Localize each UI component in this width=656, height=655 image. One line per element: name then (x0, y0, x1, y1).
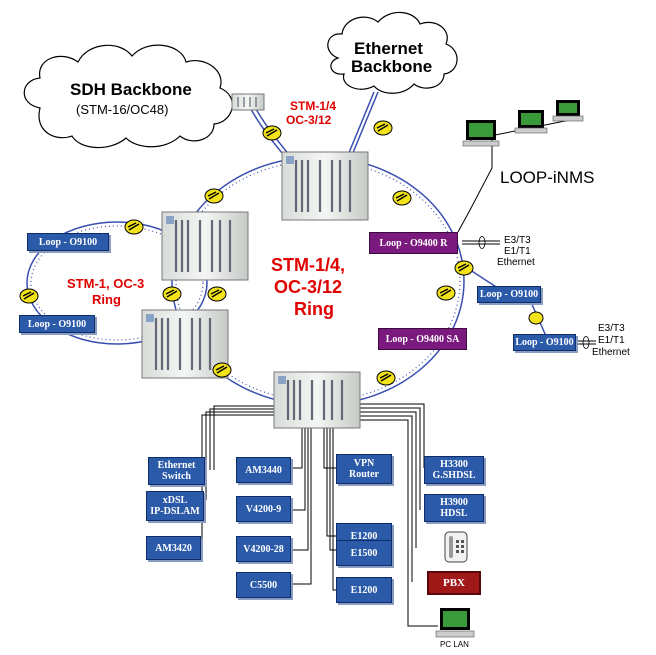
regenerator-icon (162, 286, 182, 302)
device-h3900-line2: HDSL (440, 508, 468, 519)
device-h3900: H3900 HDSL (424, 494, 484, 522)
interface-bundle-a (478, 236, 486, 249)
sdh-backbone-title: SDH Backbone (70, 80, 192, 99)
device-xdsl: xDSL IP-DSLAM (146, 491, 204, 521)
interface-b-ethernet: Ethernet (592, 347, 630, 358)
ethernet-uplink-a (345, 91, 375, 161)
device-ethernet-switch-line2: Switch (162, 471, 191, 482)
device-e1500: E1500 (336, 540, 392, 566)
nms-pc-2 (514, 110, 548, 134)
node-o9400r: Loop - O9400 R (369, 232, 458, 254)
ethernet-backbone-cloud (327, 11, 458, 94)
device-am3420: AM3420 (146, 536, 201, 560)
shelf-backbone (231, 93, 265, 111)
small-ring-inner (30, 225, 204, 341)
device-h3300-line1: H3300 (440, 459, 468, 470)
interface-b-e3t3: E3/T3 (598, 323, 625, 334)
regenerator-icon (204, 188, 224, 204)
node-o9100-right: Loop - O9100 (477, 286, 541, 303)
small-ring-outer (26, 221, 208, 345)
main-ring-inner (175, 160, 461, 402)
device-am3440: AM3440 (236, 457, 291, 483)
nms-link (457, 140, 493, 233)
device-xdsl-line1: xDSL (162, 495, 188, 506)
regenerator-icon (124, 219, 144, 235)
regenerator-icon (528, 311, 544, 325)
main-ring-label-line3: Ring (294, 299, 334, 319)
shelf-left-upper (161, 211, 249, 281)
device-ethernet-switch-line1: Ethernet (157, 460, 196, 471)
ethernet-backbone-line1: Ethernet (354, 39, 423, 58)
shelf-bottom (273, 371, 361, 429)
sdh-backbone-subtitle: (STM-16/OC48) (76, 102, 169, 117)
device-h3900-line1: H3900 (440, 497, 468, 508)
regenerator-icon (207, 286, 227, 302)
node-o9400sa: Loop - O9400 SA (378, 328, 467, 350)
pc-lan-label: PC LAN (440, 640, 469, 649)
node-o9100-top: Loop - O9100 (27, 233, 109, 251)
nms-pc-1 (462, 120, 500, 147)
device-h3300: H3300 G.SHDSL (424, 456, 484, 484)
shelf-top (281, 151, 369, 221)
regenerator-icon (212, 362, 232, 378)
device-e1200-b: E1200 (336, 577, 392, 603)
device-c5500: C5500 (236, 572, 291, 598)
ethernet-backbone-line2: Backbone (351, 57, 433, 76)
uplink-rate-line2: OC-3/12 (286, 113, 332, 127)
sdh-backbone-cloud (23, 44, 233, 149)
uplink-rate-line1: STM-1/4 (290, 99, 337, 113)
regenerator-icon (392, 190, 412, 206)
main-ring-label-line2: OC-3/12 (274, 277, 343, 297)
interface-a-ethernet: Ethernet (497, 257, 535, 268)
nms-pc-3 (552, 100, 584, 122)
node-o9100-far-right: Loop - O9100 (513, 334, 576, 351)
small-ring-label-line2: Ring (92, 292, 121, 307)
ethernet-uplink-b (349, 91, 379, 161)
interface-b-e1t1: E1/T1 (598, 335, 625, 346)
device-h3300-line2: G.SHDSL (432, 470, 476, 481)
device-pbx: PBX (427, 571, 481, 595)
device-xdsl-line2: IP-DSLAM (150, 506, 200, 517)
regenerator-icon (262, 125, 282, 141)
device-vpn-router: VPN Router (336, 454, 392, 484)
small-ring-label-line1: STM-1, OC-3 (67, 276, 145, 291)
interface-bundle-b (582, 336, 590, 349)
regenerator-icon (436, 285, 456, 301)
device-vpn-router-line2: Router (349, 469, 379, 480)
regenerator-icon (376, 370, 396, 386)
device-v4200-28: V4200-28 (236, 536, 291, 562)
device-v4200-9: V4200-9 (236, 496, 291, 522)
device-vpn-router-line1: VPN (353, 458, 375, 469)
telephone-icon (444, 531, 468, 563)
regenerator-icon (373, 120, 393, 136)
regenerator-icon (454, 260, 474, 276)
nms-label: LOOP-iNMS (500, 168, 595, 187)
node-o9100-bottom: Loop - O9100 (19, 315, 95, 333)
device-ethernet-switch: Ethernet Switch (148, 457, 205, 485)
interface-a-e1t1: E1/T1 (504, 246, 531, 257)
regenerator-icon (19, 288, 39, 304)
interface-a-e3t3: E3/T3 (504, 235, 531, 246)
pc-lan-computer-icon (435, 608, 475, 638)
shelf-left-lower (141, 309, 229, 379)
main-ring-label-line1: STM-1/4, (271, 255, 346, 275)
